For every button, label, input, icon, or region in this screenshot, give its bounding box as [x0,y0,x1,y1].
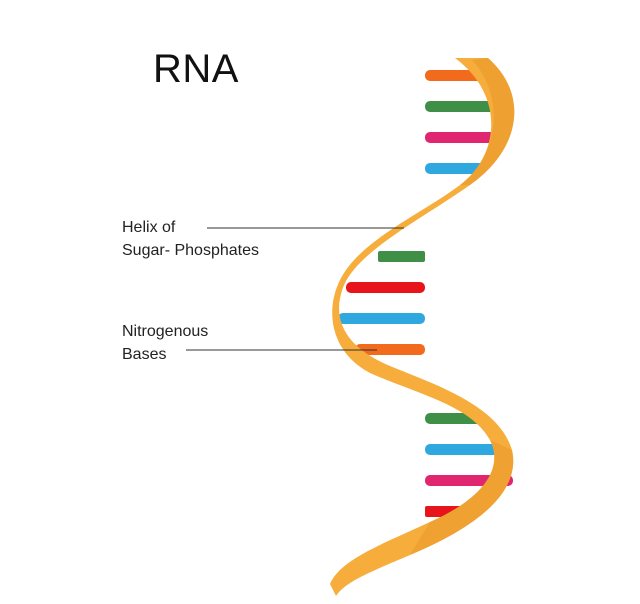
base-red-1 [346,282,425,293]
backbone-ribbon-shade-lower [410,440,514,555]
base-orange-2 [355,344,425,355]
helix-label-line1: Helix of [122,219,176,236]
base-blue-2 [338,313,425,324]
bases-label: Nitrogenous Bases [122,320,208,366]
base-green-2 [378,251,425,262]
base-pink-1 [425,132,503,143]
nitrogenous-bases [338,70,513,517]
backbone-ribbon-shade [460,58,515,185]
diagram-title: RNA [153,47,239,91]
base-blue-3 [425,444,511,455]
leader-lines [186,227,404,351]
bases-label-line1: Nitrogenous [122,323,209,340]
helix-label: Helix of Sugar- Phosphates [122,216,259,262]
bases-label-line2: Bases [122,346,167,363]
sugar-phosphate-backbone [330,58,515,596]
helix-label-line2: Sugar- Phosphates [122,242,259,259]
base-blue-1 [425,163,485,174]
